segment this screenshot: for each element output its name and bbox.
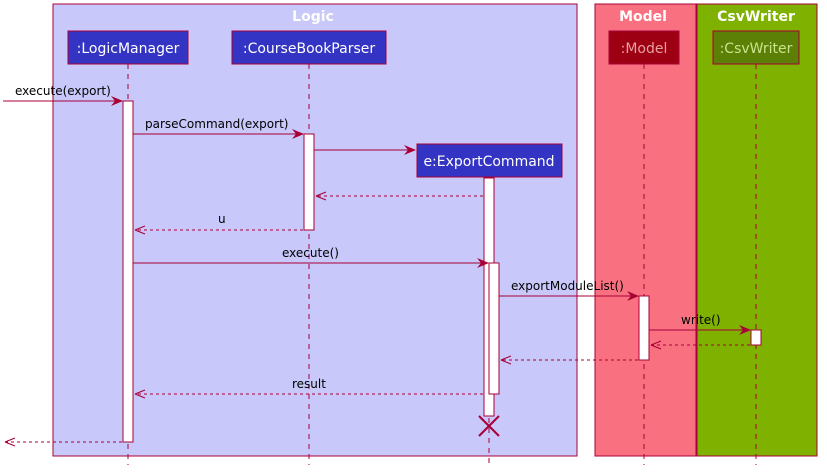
participant-model-label: :Model: [621, 41, 668, 57]
message-parse-command-label: parseCommand(export): [145, 117, 288, 131]
message-return-to-parser: [315, 191, 483, 201]
message-execute-label: execute(): [282, 246, 339, 260]
message-return-result-label: result: [292, 377, 326, 391]
message-return-result: result: [134, 377, 483, 399]
participant-logic-manager-label: :LogicManager: [77, 41, 180, 57]
participant-logic-manager: :LogicManager: [67, 30, 189, 65]
message-final-return: [4, 437, 122, 447]
message-parse-command: parseCommand(export): [133, 117, 304, 139]
group-csvwriter-title: CsvWriter: [717, 9, 795, 25]
group-csvwriter: CsvWriter: [696, 3, 818, 457]
activation-coursebook-parser: [303, 133, 315, 231]
message-export-module-list: exportModuleList(): [499, 279, 639, 301]
message-return-u: u: [134, 212, 303, 235]
message-execute-export-label: execute(export): [15, 84, 111, 98]
group-model-title: Model: [619, 9, 667, 25]
message-return-from-csv-writer: [650, 340, 750, 350]
message-execute-export: execute(export): [3, 84, 123, 106]
participant-export-command: e:ExportCommand: [416, 143, 563, 178]
message-write: write(): [649, 313, 751, 335]
activation-model: [638, 295, 650, 361]
participant-coursebook-parser: :CourseBookParser: [231, 30, 387, 65]
message-export-module-list-label: exportModuleList(): [511, 279, 624, 293]
message-write-label: write(): [681, 313, 721, 327]
message-return-u-label: u: [218, 212, 226, 226]
activation-export-command-nested: [488, 262, 500, 395]
message-return-from-model: [500, 355, 638, 365]
destroy-icon: [478, 415, 500, 437]
participant-coursebook-parser-label: :CourseBookParser: [243, 41, 375, 57]
activation-csv-writer: [750, 329, 762, 346]
group-logic-title: Logic: [292, 9, 334, 25]
participant-csv-writer-label: :CsvWriter: [720, 41, 793, 57]
group-model: Model: [594, 3, 697, 457]
activation-logic-manager: [122, 100, 134, 443]
participant-export-command-label: e:ExportCommand: [423, 154, 554, 170]
participant-model: :Model: [608, 30, 680, 65]
message-execute: execute(): [133, 246, 489, 268]
messages: execute(export) parseCommand(export) u e…: [3, 84, 751, 447]
activations: [122, 100, 762, 443]
participant-csv-writer: :CsvWriter: [712, 30, 800, 65]
